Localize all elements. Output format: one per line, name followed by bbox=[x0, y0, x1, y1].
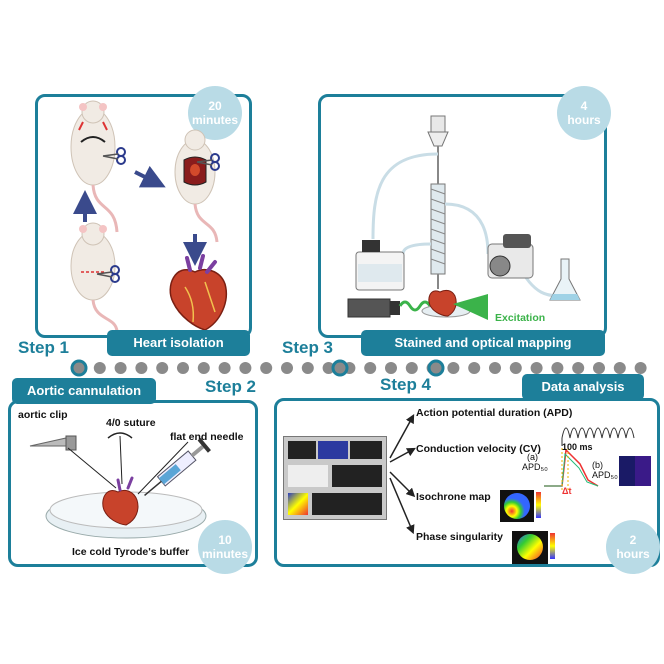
apd-scale-label: 100 ms bbox=[562, 442, 593, 452]
water-bath-icon bbox=[355, 240, 405, 291]
phase-singularity-map bbox=[517, 534, 543, 560]
reservoir-icon bbox=[430, 115, 446, 133]
step3-title-tag: Stained and optical mapping bbox=[361, 330, 605, 356]
step1-illustration bbox=[70, 100, 227, 332]
timeline-dot bbox=[239, 362, 252, 374]
output-cv-label: Conduction velocity (CV) bbox=[416, 443, 541, 455]
step2-label: Step 2 bbox=[205, 377, 257, 396]
timeline-dot bbox=[447, 362, 460, 374]
step4-label: Step 4 bbox=[380, 375, 432, 394]
timeline-dot bbox=[489, 362, 501, 374]
step1-time-unit: minutes bbox=[191, 113, 238, 127]
heart-icon bbox=[428, 289, 457, 317]
output-phase-label: Phase singularity bbox=[416, 531, 503, 543]
step2-illustration bbox=[29, 432, 211, 539]
heart-icon bbox=[169, 254, 227, 331]
step2-time-value: 10 bbox=[218, 533, 232, 547]
aortic-clip-label: aortic clip bbox=[18, 409, 68, 421]
apd-b-value: APD₅₀ bbox=[592, 470, 618, 480]
scissors-icon bbox=[196, 153, 220, 171]
aortic-clip-icon bbox=[29, 435, 77, 451]
step3-illustration bbox=[347, 115, 581, 320]
timeline-dot bbox=[551, 362, 564, 374]
isochrone-map bbox=[504, 493, 530, 519]
timeline-dot bbox=[364, 362, 377, 374]
timeline-dot bbox=[468, 362, 481, 374]
timeline-dot bbox=[156, 362, 169, 374]
step4-time-bubble: 2 hours bbox=[606, 520, 660, 574]
step1-time-value: 20 bbox=[208, 99, 222, 113]
rat-icon bbox=[70, 100, 119, 233]
step1-label: Step 1 bbox=[18, 338, 70, 357]
excitation-light-icon bbox=[453, 294, 488, 320]
timeline-dot bbox=[322, 362, 335, 374]
camera-icon bbox=[347, 298, 400, 318]
suture-label: 4/0 suture bbox=[106, 417, 156, 429]
heart-icon bbox=[102, 489, 139, 526]
step4-title-tag: Data analysis bbox=[522, 374, 644, 400]
arrow-right-icon bbox=[134, 165, 166, 188]
timeline-dot bbox=[301, 362, 314, 374]
output-isochrone-label: Isochrone map bbox=[416, 491, 491, 503]
rat-icon bbox=[70, 222, 119, 332]
timeline-dot bbox=[405, 362, 418, 374]
timeline-dot bbox=[509, 362, 522, 374]
timeline-dot bbox=[177, 362, 189, 374]
flask-icon bbox=[549, 258, 581, 301]
step4-time-unit: hours bbox=[616, 547, 650, 561]
step2-title-tag: Aortic cannulation bbox=[12, 378, 156, 404]
apd-a-value: APD₅₀ bbox=[522, 462, 548, 472]
step1-title-tag: Heart isolation bbox=[107, 330, 250, 356]
timeline-step-marker bbox=[70, 359, 88, 377]
step2-time-unit: minutes bbox=[201, 547, 248, 561]
analysis-software-window bbox=[283, 436, 387, 520]
timeline-dot bbox=[593, 362, 605, 374]
step3-time-value: 4 bbox=[580, 99, 588, 113]
timeline-dot bbox=[385, 362, 397, 374]
timeline-dot bbox=[135, 362, 148, 374]
syringe-icon bbox=[144, 437, 211, 497]
excitation-label: Excitation bbox=[495, 312, 546, 324]
timeline-dot bbox=[260, 362, 273, 374]
timeline-dot bbox=[572, 362, 585, 374]
suture-icon bbox=[107, 432, 133, 439]
timeline-dot bbox=[530, 362, 543, 374]
action-potential-curve bbox=[544, 448, 599, 487]
step4-time-value: 2 bbox=[629, 533, 637, 547]
heat-exchanger-icon bbox=[430, 183, 446, 275]
output-apd-label: Action potential duration (APD) bbox=[416, 407, 573, 419]
apd-map-b bbox=[635, 456, 651, 486]
timeline-dot bbox=[197, 362, 210, 374]
step3-time-unit: hours bbox=[567, 113, 601, 127]
buffer-label: Ice cold Tyrode's buffer bbox=[72, 546, 190, 558]
peristaltic-pump-icon bbox=[487, 234, 534, 279]
apd-b-label: (b) bbox=[592, 460, 603, 470]
timeline-dot bbox=[93, 362, 106, 374]
timeline-step-marker bbox=[331, 359, 349, 377]
timeline-dot bbox=[634, 362, 647, 374]
timeline-dot bbox=[218, 362, 231, 374]
apd-trace bbox=[561, 427, 635, 439]
rat-icon bbox=[174, 129, 219, 243]
timeline-dot bbox=[613, 362, 626, 374]
timeline-dot bbox=[114, 362, 127, 374]
step3-time-bubble: 4 hours bbox=[557, 86, 611, 140]
scissors-icon bbox=[96, 265, 120, 283]
timeline-dots bbox=[70, 359, 647, 377]
needle-label: flat end needle bbox=[170, 431, 244, 443]
step2-time-bubble: 10 minutes bbox=[198, 520, 252, 574]
delta-t-label: Δt bbox=[562, 486, 572, 496]
step4-arrows bbox=[389, 414, 651, 564]
apd-map-a bbox=[619, 456, 635, 486]
scissors-icon bbox=[102, 147, 126, 165]
timeline-step-marker bbox=[427, 359, 445, 377]
step3-label: Step 3 bbox=[282, 338, 334, 357]
apd-a-label: (a) bbox=[527, 452, 538, 462]
timeline-dot bbox=[281, 362, 293, 374]
